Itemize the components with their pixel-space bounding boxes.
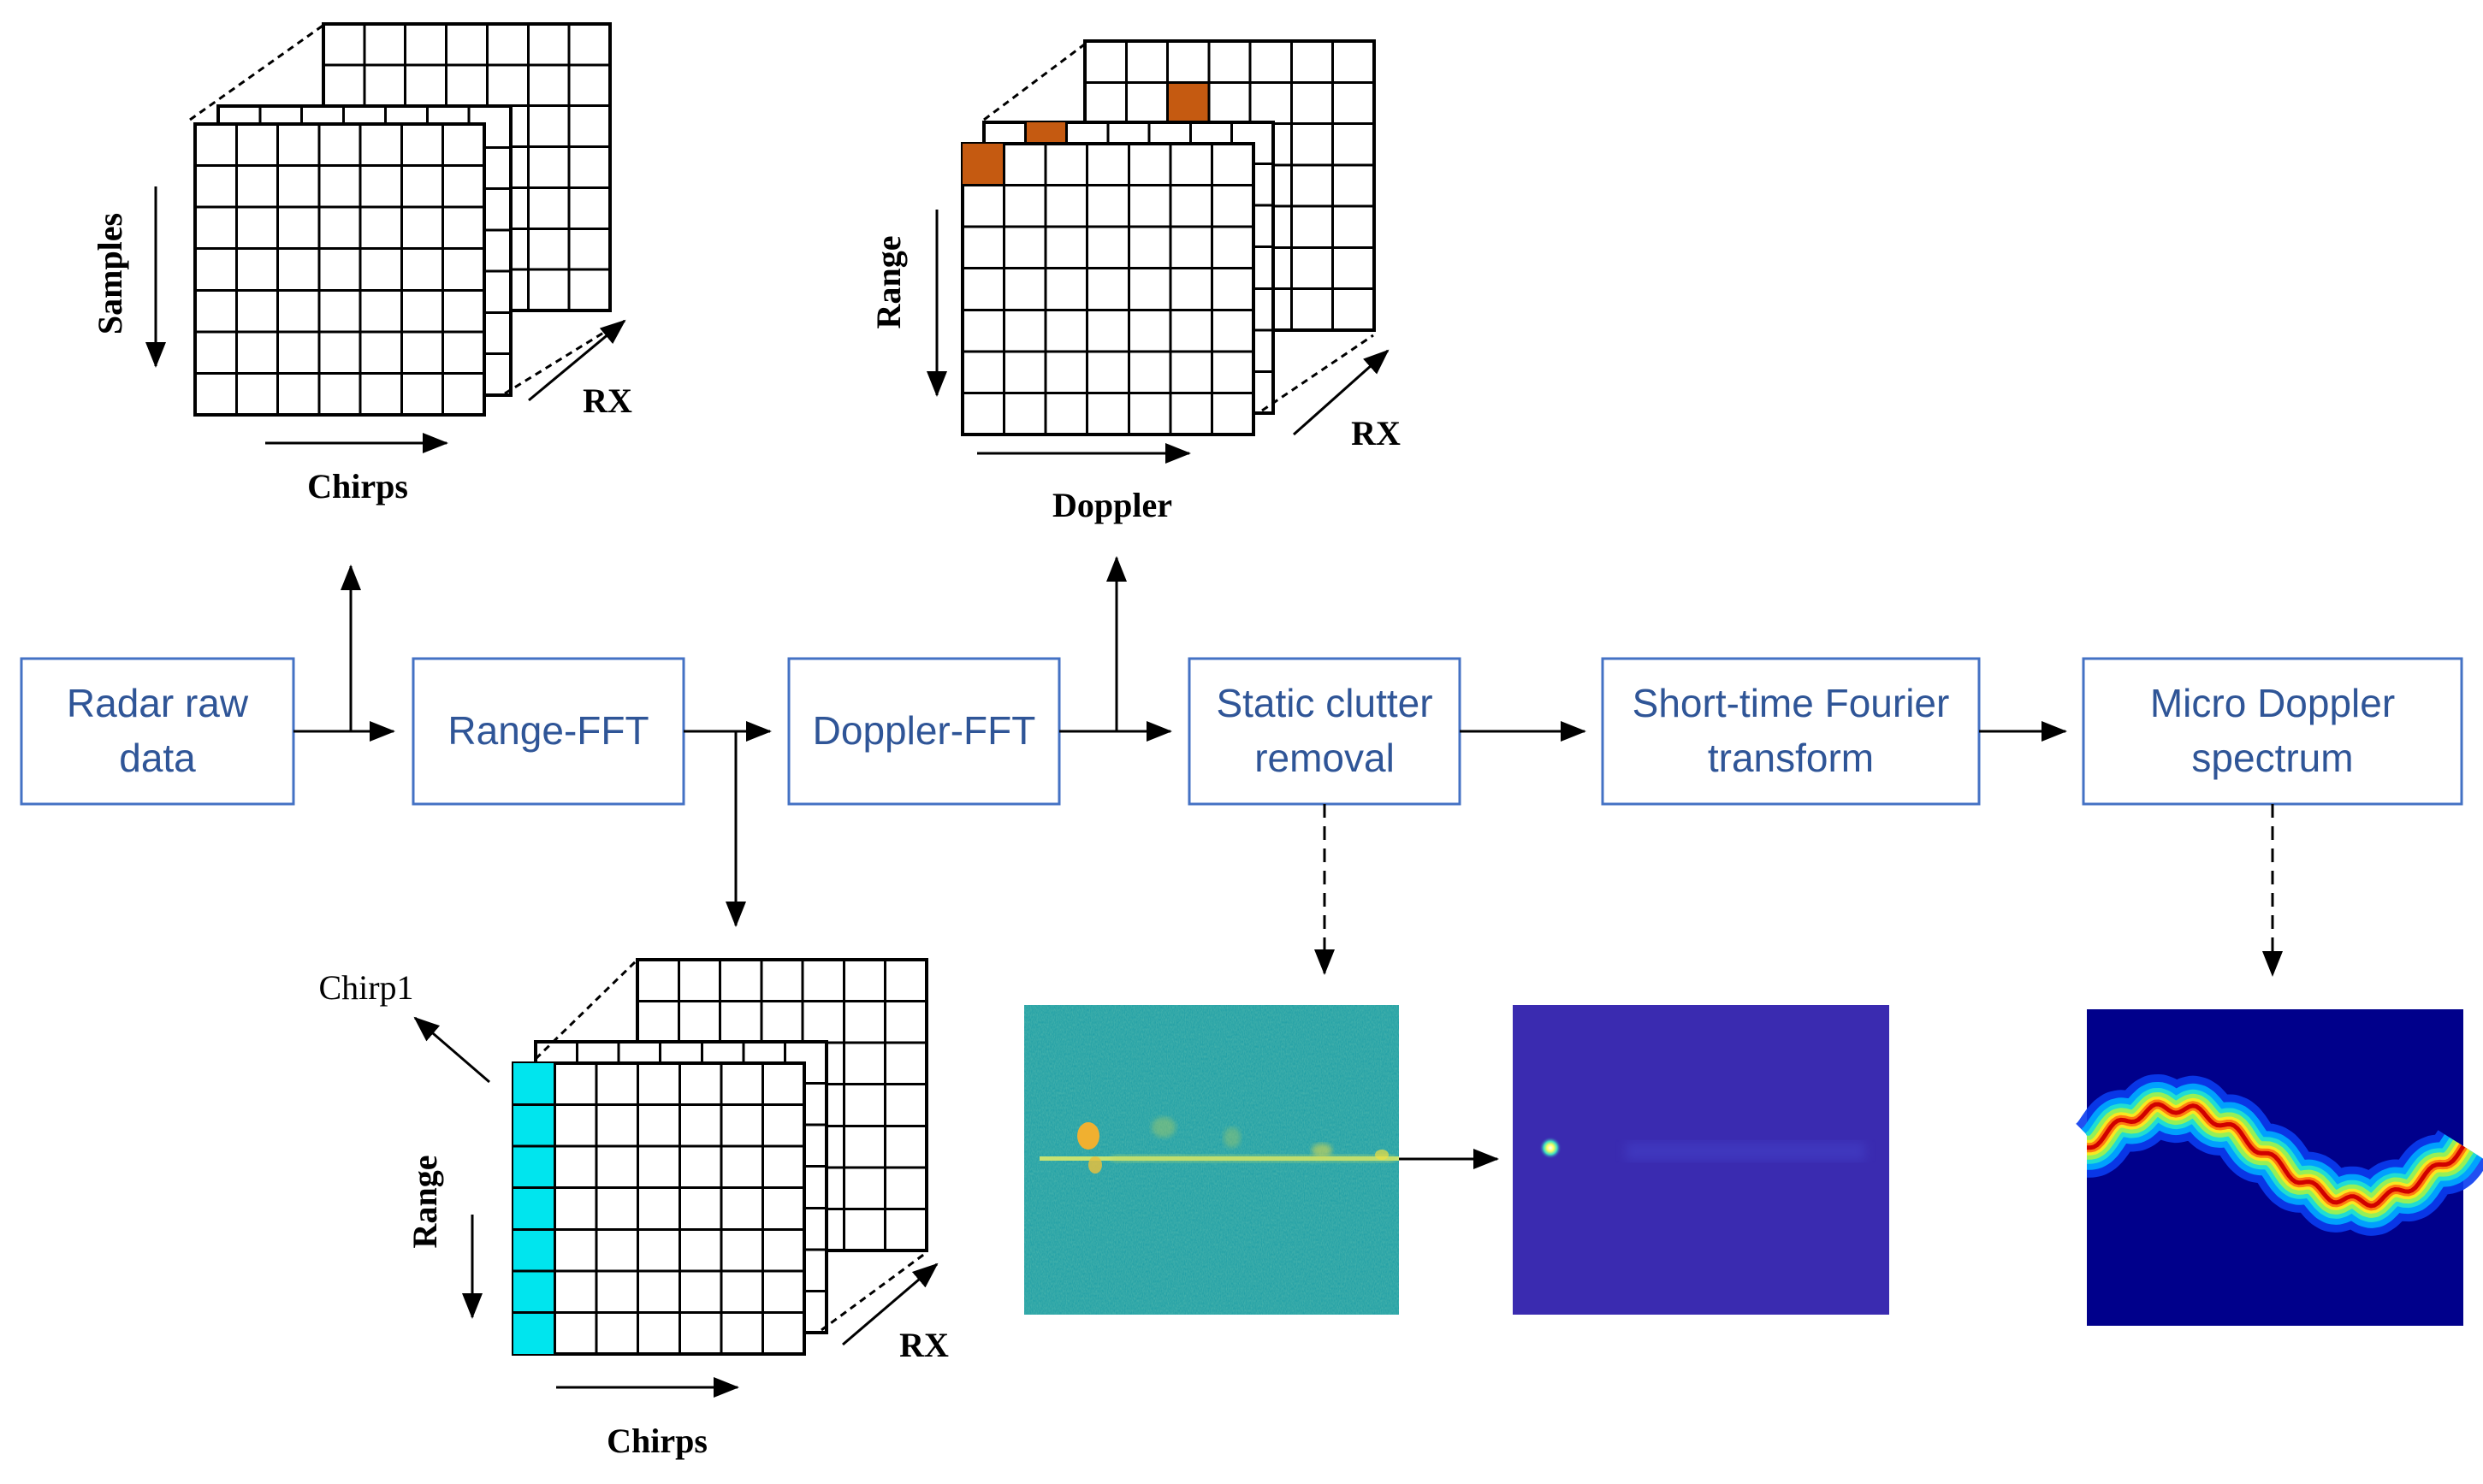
box-micro-doppler-spectrum: Micro Doppler spectrum [2082, 657, 2463, 806]
highlighted-cell [513, 1312, 555, 1354]
highlighted-cell [513, 1104, 555, 1147]
micro-doppler-image [2060, 1009, 2483, 1326]
chirp1-pointer-arrow [413, 1016, 490, 1084]
box-short-time-fourier-transform: Short-time Fourier transform [1601, 657, 1981, 806]
range-label: Range [869, 236, 908, 329]
chirp1-label: Chirp1 [318, 968, 413, 1007]
rd-cube-depth-dash-bottom [1261, 334, 1374, 412]
samples-label: Samples [91, 213, 129, 334]
stft-line2: transform [1708, 736, 1874, 780]
micro-doppler-signature [2060, 1074, 2483, 1236]
rx-axis-arrow-2 [1293, 349, 1390, 436]
rd-cube-depth-dash-top [983, 41, 1087, 121]
rx-label-3: RX [899, 1326, 949, 1364]
rc-cube-depth-dash-bottom [821, 1251, 927, 1332]
static-clutter-line2: removal [1254, 736, 1395, 780]
rx-axis-arrow [528, 319, 626, 402]
doppler-fft-label: Doppler-FFT [813, 708, 1036, 753]
radar-raw-data-line1: Radar raw [67, 681, 249, 725]
target-blob [1077, 1122, 1099, 1150]
radar-raw-data-line2: data [119, 736, 196, 780]
raw-data-cube: Samples Chirps RX [91, 22, 632, 506]
raw-cube-front-layer [193, 122, 486, 417]
highlighted-cell [513, 1063, 555, 1105]
rc-cube-front-layer [512, 1061, 806, 1356]
micro-doppler-line1: Micro Doppler [2150, 681, 2395, 725]
rx-axis-arrow-3 [842, 1262, 939, 1346]
raw-cube-depth-dash-bottom [504, 323, 617, 395]
highlighted-cell [513, 1146, 555, 1188]
connectors [293, 556, 2283, 1169]
grid-frame [193, 122, 486, 417]
raw-cube-depth-dash-top [189, 22, 326, 121]
stft-line1: Short-time Fourier [1633, 681, 1950, 725]
range-time-heatmap [1024, 1005, 1399, 1315]
filtered-range-map [1513, 1005, 1889, 1315]
box-range-fft: Range-FFT [412, 657, 685, 806]
highlighted-cell [1167, 82, 1209, 124]
box-static-clutter-removal: Static clutter removal [1188, 657, 1461, 806]
highlighted-cell [513, 1270, 555, 1313]
range-fft-label: Range-FFT [447, 708, 649, 753]
grid-frame [512, 1061, 806, 1356]
chirps-label-3: Chirps [607, 1422, 708, 1460]
rd-cube-front-layer [961, 142, 1255, 436]
range-chirps-cube: Chirp1 Range Chirps RX [318, 958, 949, 1460]
grid-frame [961, 142, 1255, 436]
chirps-label: Chirps [307, 467, 408, 506]
rx-label-2: RX [1351, 414, 1401, 452]
doppler-label: Doppler [1052, 486, 1172, 524]
highlighted-cell [963, 144, 1004, 186]
target-point [1539, 1137, 1562, 1159]
range-doppler-cube: Range Doppler RX [869, 39, 1401, 524]
highlighted-cell [513, 1229, 555, 1271]
static-clutter-line1: Static clutter [1216, 681, 1432, 725]
range-label-3: Range [406, 1156, 444, 1249]
box-radar-raw-data: Radar raw data [20, 657, 295, 806]
spectrum-band-6 [2087, 1102, 2466, 1209]
micro-doppler-line2: spectrum [2191, 736, 2353, 780]
box-doppler-fft: Doppler-FFT [787, 657, 1061, 806]
highlighted-cell [513, 1187, 555, 1230]
process-chain: Radar raw data Range-FFT Doppler-FFT Sta… [20, 657, 2463, 806]
rx-label: RX [583, 381, 632, 420]
